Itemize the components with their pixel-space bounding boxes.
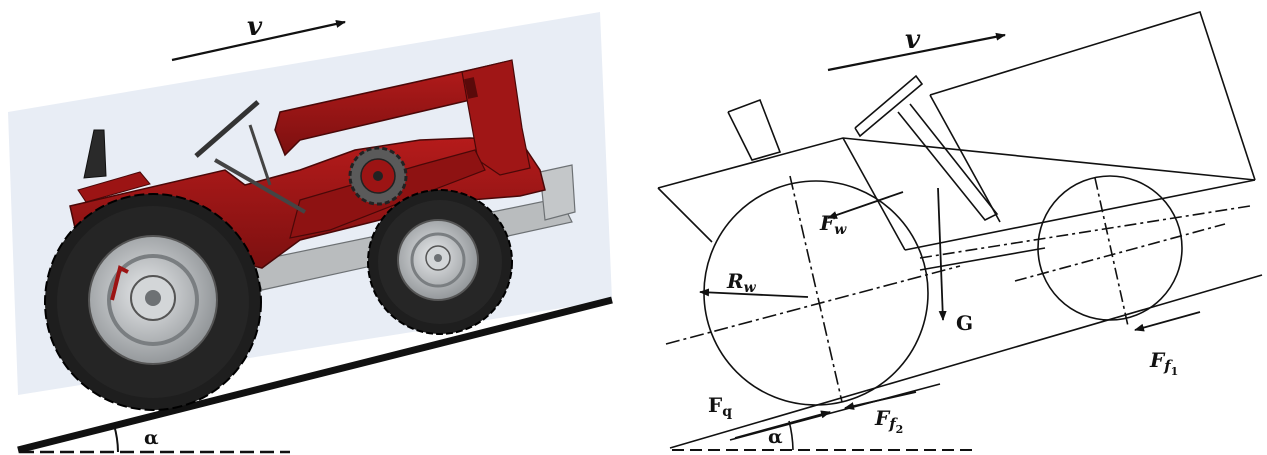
force-ff2-label: Ff2 — [874, 406, 903, 436]
gear-center — [373, 171, 383, 181]
angle-arc-right — [788, 420, 794, 451]
radius-rw-label: Rw — [726, 269, 757, 296]
tractor-seat — [77, 171, 151, 203]
gravity-label: G — [956, 311, 973, 335]
velocity-label-right: v — [905, 25, 921, 55]
left-panel-render: v α — [8, 12, 613, 454]
tractor-front-wheel — [367, 189, 513, 335]
slope-ground-left — [17, 296, 613, 454]
schematic-front-wheel — [1037, 175, 1183, 321]
schematic-box-top — [929, 11, 1256, 181]
tractor-steering-column — [213, 158, 307, 214]
schematic-body-edge — [842, 137, 906, 251]
tractor-rear-wheel — [44, 193, 262, 411]
tractor-frame-front — [539, 164, 576, 221]
axis-rear-vertical — [789, 175, 843, 403]
axis-rear-horizontal — [665, 265, 961, 345]
force-fw-label: Fw — [819, 211, 847, 238]
tractor-steering-wheel — [194, 100, 260, 158]
schematic-chassis-lower — [919, 247, 1046, 271]
right-panel-labels: v Fw Rw G Fq Ff2 Ff1 α — [708, 25, 1178, 448]
force-ff1-arrow — [1134, 311, 1201, 332]
schematic-box-side — [929, 94, 1001, 223]
force-ff2-arrow — [844, 391, 917, 410]
schematic-seat — [854, 74, 924, 138]
gravity-arrow — [937, 187, 947, 321]
velocity-label-left: v — [247, 12, 263, 42]
slope-ground-right — [669, 274, 1263, 449]
force-fw-arrow — [827, 191, 904, 219]
velocity-arrow-left — [171, 20, 346, 62]
schematic-steering — [897, 103, 999, 222]
radius-rw-arrow — [699, 288, 809, 298]
force-ff1-label: Ff1 — [1149, 348, 1178, 378]
force-fq-label: Fq — [708, 393, 732, 420]
schematic-exhaust — [727, 98, 782, 161]
angle-arc-left — [113, 424, 119, 453]
axis-front-horizontal — [1014, 223, 1226, 282]
right-panel-schematic — [657, 11, 1263, 451]
tractor-lever — [248, 124, 272, 186]
angle-label-right: α — [768, 426, 783, 448]
schematic-front-bottom — [657, 187, 713, 243]
tractor-grille — [464, 77, 478, 99]
angle-label-left: α — [144, 427, 159, 449]
schematic-chassis-upper — [904, 179, 1256, 251]
force-fq-arrow — [734, 410, 831, 439]
axis-front-vertical — [1094, 177, 1129, 327]
axis-chassis — [919, 205, 1251, 259]
tractor-seat-back — [83, 129, 107, 179]
velocity-arrow-right — [827, 32, 1006, 72]
